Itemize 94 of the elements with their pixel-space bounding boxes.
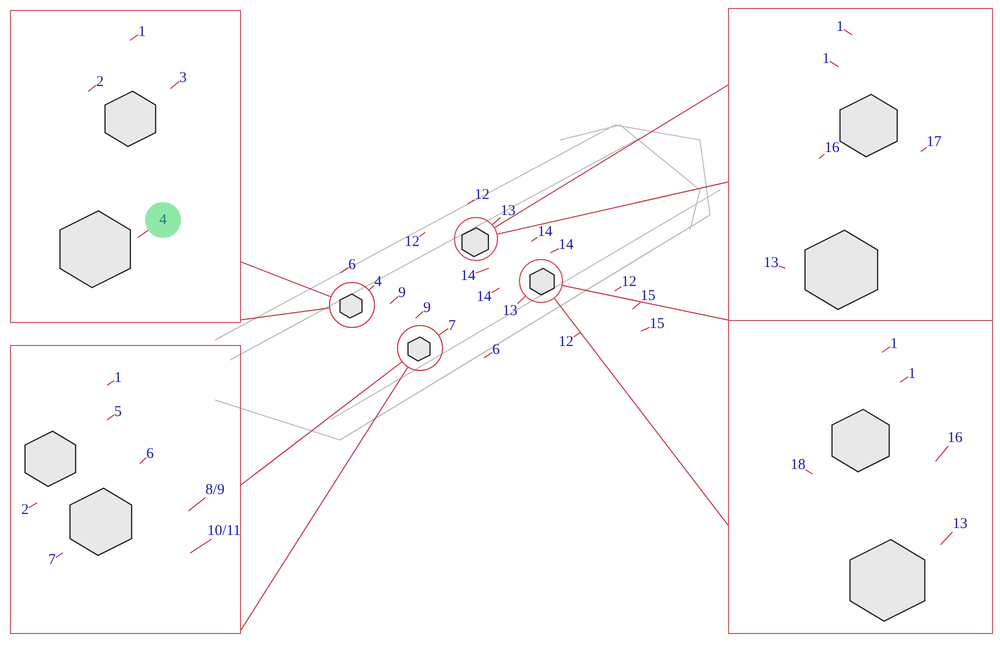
- leader-line: [843, 28, 852, 36]
- leader-line: [106, 414, 115, 420]
- callout-number: 8/9: [205, 482, 225, 498]
- leader-line: [55, 552, 64, 558]
- leader-line: [139, 457, 147, 464]
- callout-number: 1: [138, 24, 146, 40]
- callout-number: 4: [145, 202, 181, 238]
- leader-line: [573, 332, 581, 338]
- leader-line: [188, 497, 206, 512]
- leader-line: [554, 298, 728, 526]
- leader-line: [130, 34, 139, 41]
- callout-number: 14: [538, 224, 552, 240]
- callout-number: 3: [179, 70, 187, 86]
- callout-number: 1: [114, 370, 122, 386]
- callout-number: 5: [114, 404, 122, 420]
- leader-line: [530, 236, 538, 242]
- callout-number: 12: [474, 187, 490, 203]
- leader-line: [778, 265, 786, 269]
- leader-line: [492, 217, 501, 226]
- leader-line: [415, 310, 424, 319]
- callout-number: 14: [476, 289, 492, 305]
- leader-line: [614, 286, 622, 292]
- callout-number: 7: [48, 552, 56, 568]
- callout-number: 2: [21, 502, 29, 518]
- callout-number: 9: [398, 285, 406, 301]
- callout-number: 14: [460, 268, 476, 284]
- leader-line: [240, 261, 332, 298]
- inset-panel: [728, 320, 993, 634]
- leader-line: [829, 60, 840, 68]
- leader-line: [496, 182, 728, 235]
- leader-line: [28, 502, 38, 508]
- leader-line: [368, 284, 375, 290]
- leader-line: [632, 302, 641, 310]
- inset-panel: [728, 8, 993, 321]
- leader-line: [137, 230, 149, 238]
- callout-number: 13: [952, 516, 968, 532]
- leader-line: [805, 469, 813, 474]
- leader-line: [240, 308, 330, 320]
- leader-line: [640, 326, 650, 332]
- callout-number: 9: [423, 300, 431, 316]
- callout-number: 16: [948, 430, 962, 446]
- callout-number: 15: [650, 316, 664, 332]
- callout-number: 10/11: [207, 523, 241, 539]
- callout-number: 4: [374, 274, 382, 290]
- callout-number: 7: [448, 318, 456, 334]
- leader-line: [494, 84, 728, 228]
- callout-number: 13: [500, 203, 516, 219]
- highlight-circle: [519, 259, 563, 303]
- leader-line: [240, 366, 408, 630]
- callout-number: 14: [558, 237, 574, 253]
- leader-line: [475, 268, 490, 274]
- callout-number: 16: [824, 140, 840, 156]
- leader-line: [550, 248, 559, 254]
- leader-line: [190, 538, 212, 554]
- leader-line: [562, 285, 728, 320]
- inset-panel: [10, 345, 241, 634]
- callout-number: 18: [790, 457, 806, 473]
- callout-number: 17: [926, 134, 942, 150]
- inset-panel: [10, 10, 241, 323]
- callout-number: 1: [908, 366, 916, 382]
- callout-number: 12: [404, 234, 420, 250]
- leader-line: [170, 80, 180, 90]
- leader-line: [240, 361, 402, 486]
- leader-line: [882, 346, 891, 353]
- callout-number: 15: [640, 288, 656, 304]
- leader-line: [940, 532, 953, 546]
- callout-number: 6: [146, 446, 154, 462]
- callout-number: 6: [348, 257, 356, 273]
- leader-line: [419, 232, 426, 238]
- leader-line: [818, 154, 825, 160]
- callout-number: 12: [622, 274, 636, 290]
- leader-line: [484, 352, 493, 358]
- callout-number: 1: [822, 51, 830, 67]
- highlight-circle: [454, 217, 498, 261]
- leader-line: [467, 199, 475, 204]
- leader-line: [88, 84, 97, 92]
- leader-line: [106, 380, 115, 386]
- callout-number: 1: [836, 19, 844, 35]
- leader-line: [340, 267, 349, 274]
- highlight-circle: [329, 282, 375, 328]
- leader-line: [900, 376, 909, 383]
- callout-number: 13: [764, 255, 778, 271]
- callout-number: 12: [558, 334, 574, 350]
- leader-line: [517, 296, 526, 304]
- leader-line: [920, 146, 927, 152]
- callout-number: 2: [96, 74, 104, 90]
- callout-number: 6: [492, 342, 500, 358]
- leader-line: [935, 446, 949, 462]
- leader-line: [438, 328, 449, 336]
- highlight-circle: [397, 325, 443, 371]
- leader-line: [491, 288, 500, 294]
- callout-number: 13: [502, 303, 518, 319]
- leader-line: [390, 296, 399, 304]
- callout-number: 1: [890, 336, 898, 352]
